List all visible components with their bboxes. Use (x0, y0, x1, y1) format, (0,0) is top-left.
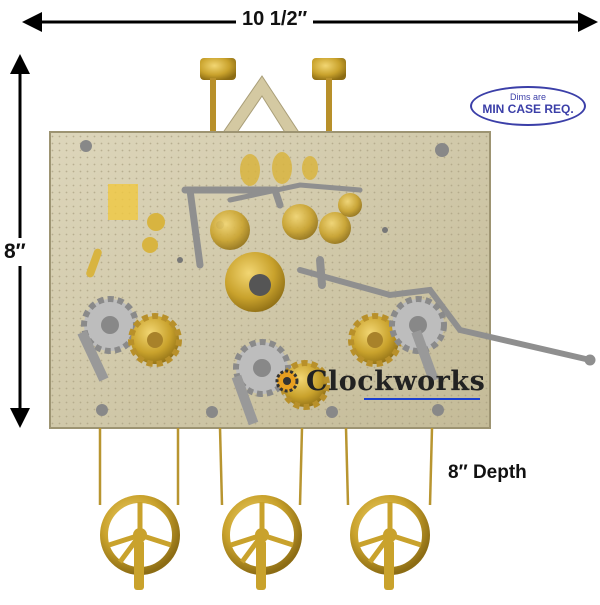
right-chime-gears (348, 296, 447, 383)
left-chime-gears (77, 296, 182, 382)
middle-pulley (222, 495, 302, 590)
brand-underline (364, 398, 480, 400)
min-case-note-badge: Dims are MIN CASE REQ. (470, 86, 586, 126)
steel-levers (181, 182, 596, 366)
chime-hammers (200, 58, 346, 135)
weight-cables (98, 427, 434, 506)
note-badge-line1: Dims are (509, 92, 546, 102)
clockworks-logo-gear-icon (275, 369, 299, 393)
height-dimension-label: 8″ (4, 238, 26, 266)
left-pulley (100, 495, 180, 590)
note-badge-line2: MIN CASE REQ. (482, 102, 574, 116)
middle-chime-gears (231, 339, 330, 426)
width-dimension-label: 10 1/2″ (236, 8, 314, 31)
depth-dimension-label: 8″ Depth (448, 462, 527, 484)
center-gear-train (210, 193, 362, 312)
brand-logo-text: Clockworks (306, 366, 486, 397)
right-pulley (350, 495, 430, 590)
